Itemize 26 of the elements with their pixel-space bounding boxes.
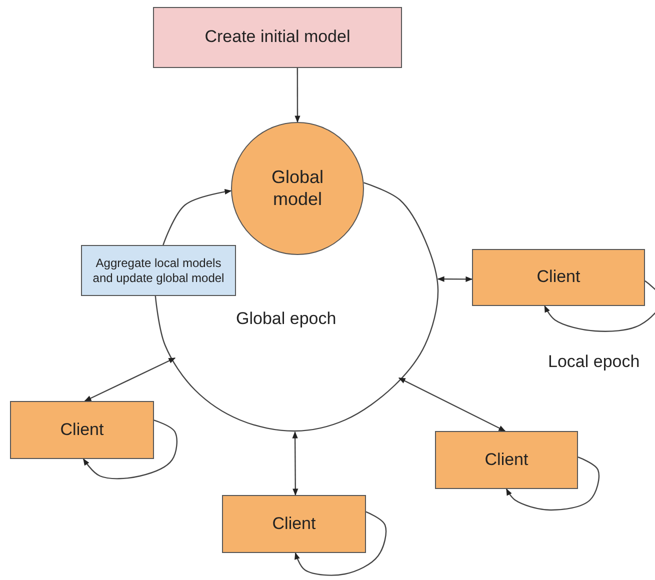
loop-arrow: [294, 511, 387, 576]
node-text: Aggregate local models and update global model: [92, 256, 226, 285]
annotation-text: Local epoch: [548, 352, 640, 372]
arrow: [398, 377, 506, 432]
node-text: Client: [272, 514, 316, 534]
arrow: [294, 68, 300, 123]
arrow: [437, 276, 473, 282]
loop-arrow: [82, 420, 178, 480]
client-box: [435, 431, 578, 489]
client-box: [10, 401, 154, 459]
node-text: Create initial model: [204, 27, 350, 48]
node-text: Client: [484, 450, 528, 470]
loop-arrow: [544, 280, 655, 332]
client-box: [472, 249, 645, 306]
node-text: Client: [536, 267, 580, 288]
client-box: [222, 495, 366, 553]
loop-arrow: [506, 456, 600, 511]
arrow: [162, 188, 232, 246]
process-box: [81, 245, 236, 296]
node-text: Client: [60, 420, 104, 440]
arrow: [84, 357, 176, 402]
connector-line: [154, 182, 439, 432]
node-text: Global model: [270, 166, 325, 210]
arrow: [292, 431, 298, 496]
process-box: [153, 7, 402, 68]
annotation-text: Global epoch: [236, 309, 336, 329]
